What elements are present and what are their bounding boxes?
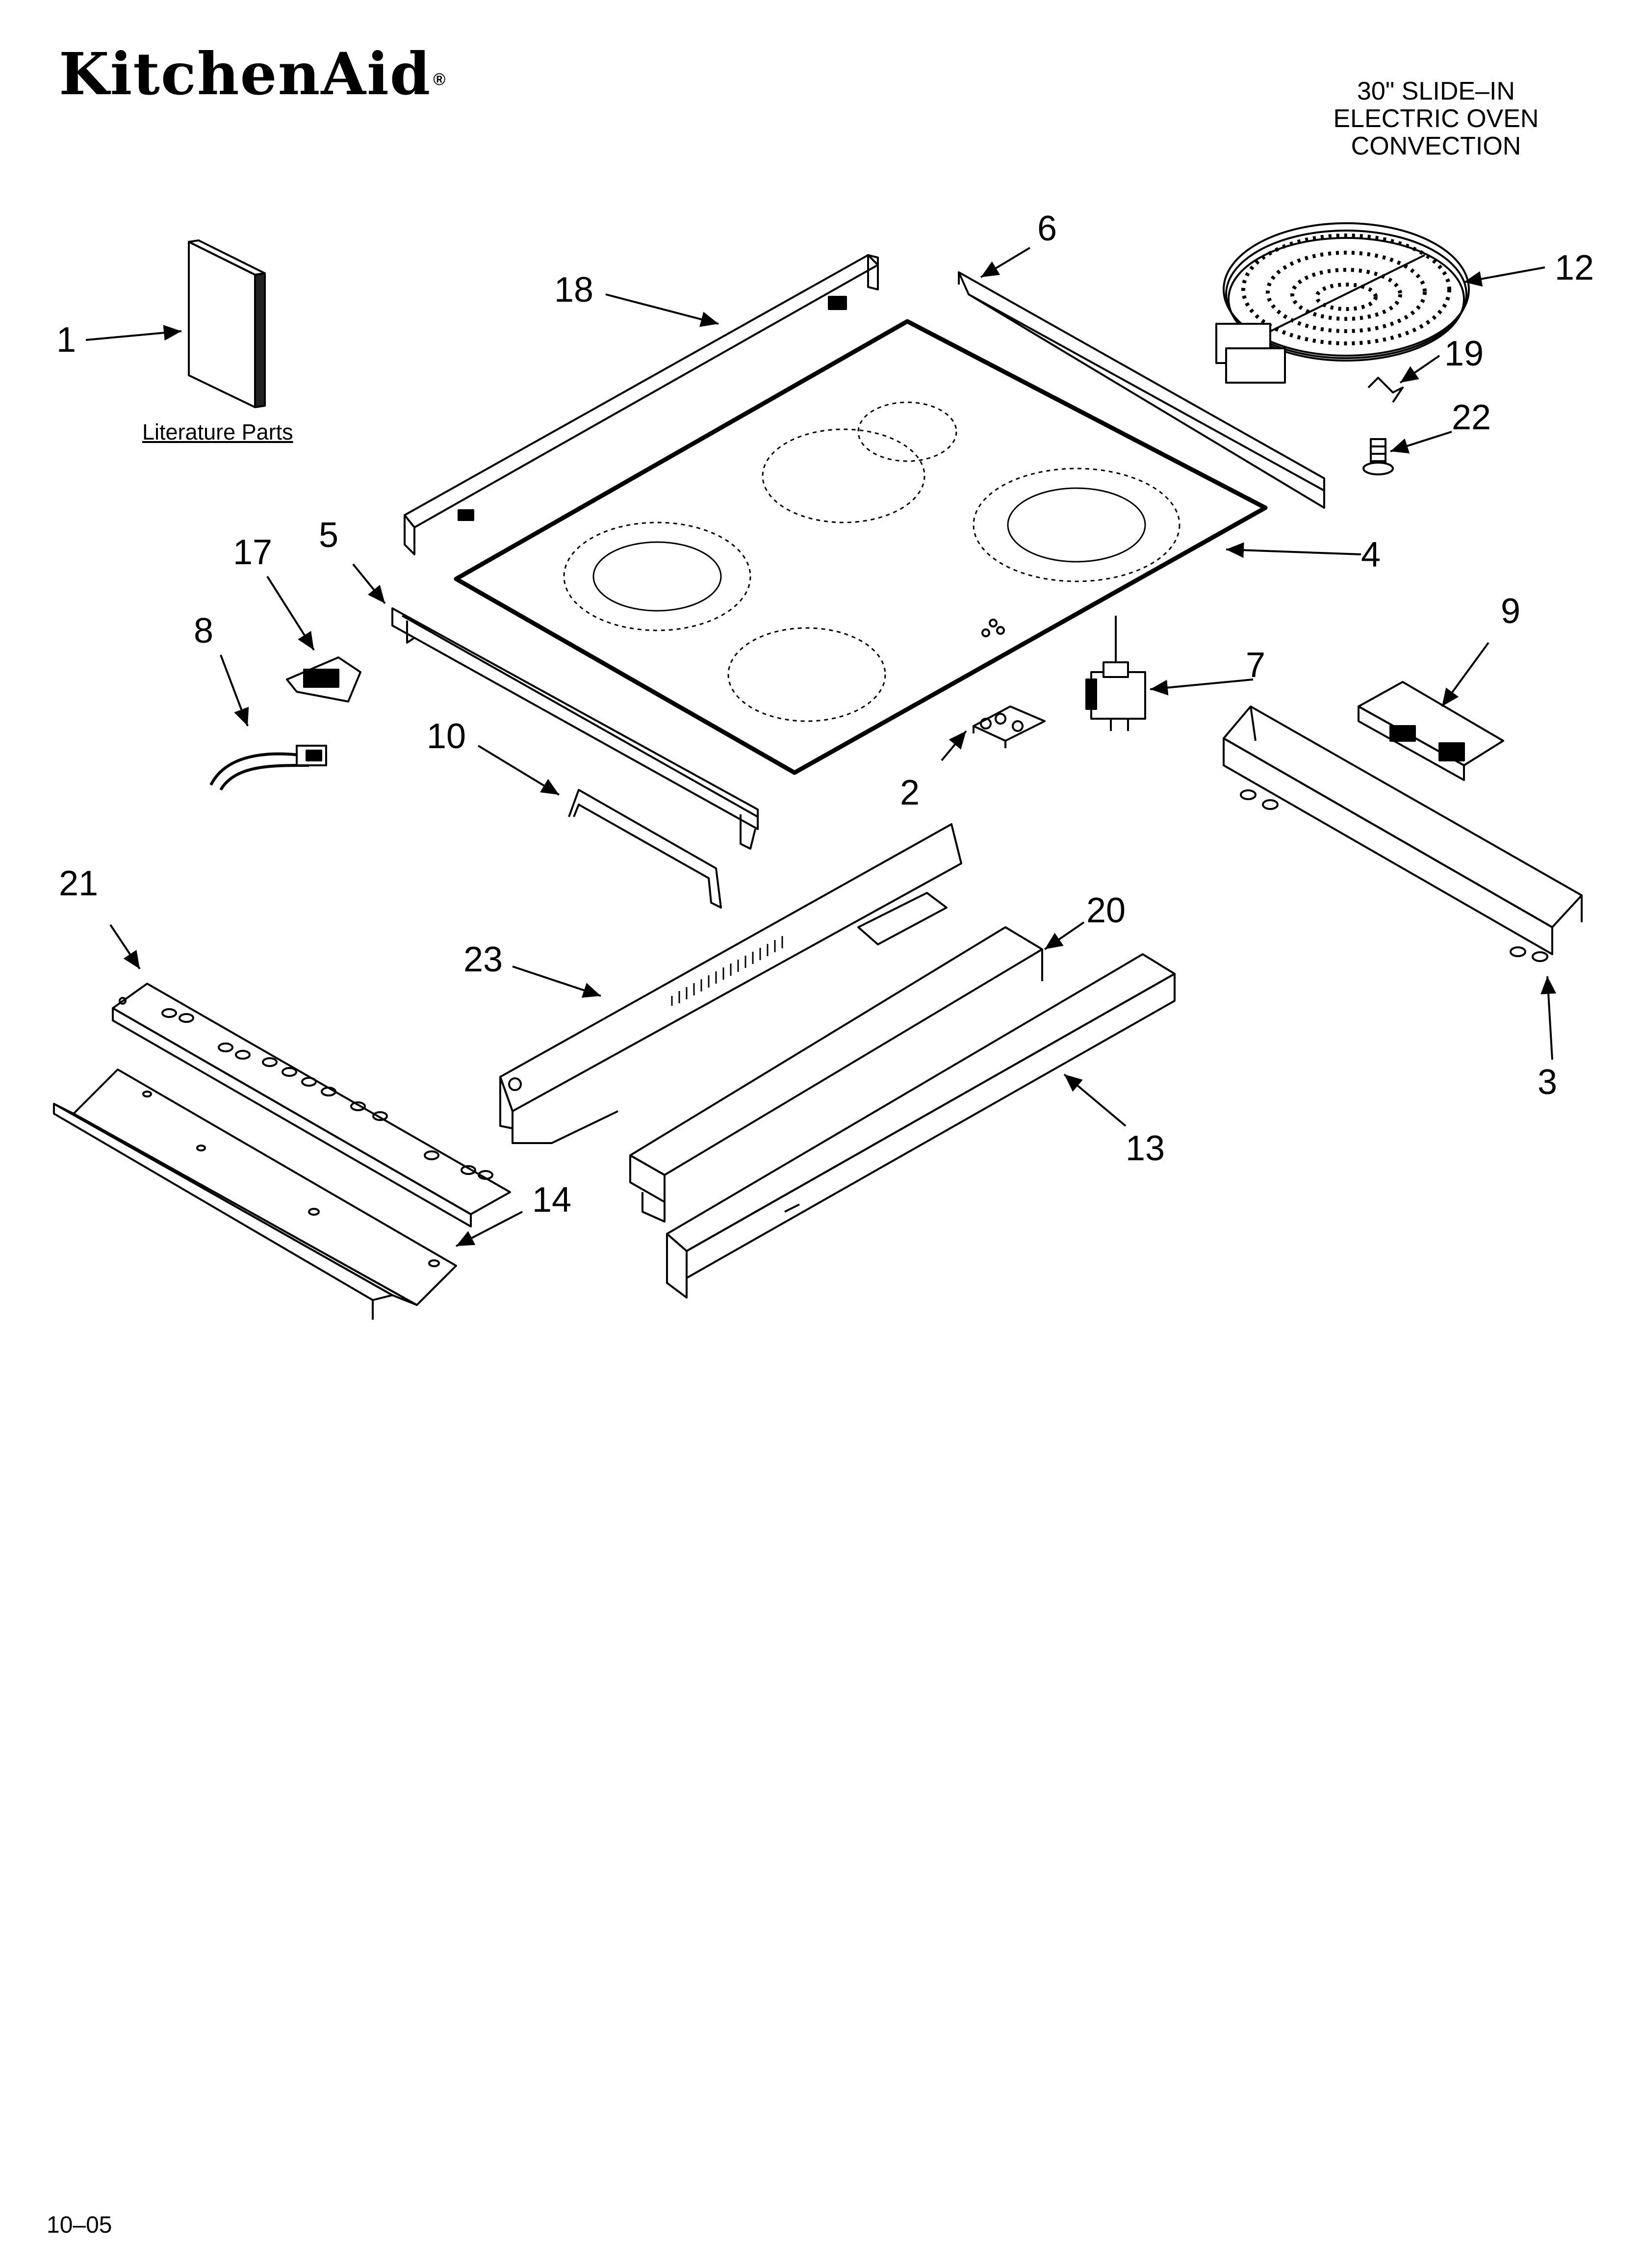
- callout-14: 14: [532, 1180, 571, 1220]
- revision-code: 10–05: [47, 2212, 112, 2238]
- leader-arrows: [85, 247, 1557, 1247]
- side-rail-part: [1223, 705, 1583, 962]
- callout-23: 23: [463, 940, 503, 979]
- callout-17: 17: [233, 533, 272, 572]
- callout-13: 13: [1126, 1129, 1165, 1168]
- callout-1: 1: [56, 320, 76, 360]
- screw-part: [1362, 438, 1394, 475]
- registered-mark: ®: [433, 70, 447, 89]
- callout-19: 19: [1444, 334, 1484, 373]
- radiant-element-part: [1215, 222, 1470, 384]
- control-support-part: [53, 1069, 457, 1320]
- literature-booklet-part: [188, 239, 266, 408]
- side-channel-part: [629, 926, 1043, 1223]
- rear-trim-part: [404, 254, 879, 555]
- callout-10: 10: [427, 717, 466, 756]
- terminal-block-part: [973, 705, 1046, 748]
- control-panel-part: [112, 983, 511, 1227]
- infinite-switch-part: [1085, 616, 1146, 731]
- vent-panel-part: [499, 823, 962, 1144]
- front-trim-part: [391, 607, 759, 850]
- brand-name: KitchenAid: [59, 40, 432, 108]
- callout-3: 3: [1538, 1063, 1557, 1102]
- handle-bracket-part: [568, 789, 722, 909]
- title-line-1: 30" SLIDE–IN: [1357, 77, 1515, 105]
- bracket-part: [286, 656, 361, 703]
- cooktop-glass-part: [454, 319, 1268, 775]
- callout-22: 22: [1452, 398, 1491, 437]
- brand-logo: KitchenAid®: [59, 45, 446, 103]
- callout-8: 8: [194, 611, 213, 651]
- callout-5: 5: [319, 516, 338, 555]
- callout-12: 12: [1555, 248, 1594, 287]
- element-clip-part: [1367, 377, 1404, 403]
- base-rail-part: [666, 953, 1176, 1299]
- callout-21: 21: [59, 864, 98, 903]
- side-trim-part: [958, 271, 1325, 509]
- literature-parts-label: Literature Parts: [142, 419, 293, 444]
- title-line-2: ELECTRIC OVEN: [1333, 104, 1539, 133]
- wire-harness-part: [209, 745, 327, 791]
- callout-4: 4: [1361, 535, 1381, 574]
- callout-6: 6: [1037, 209, 1057, 248]
- burner-cover-part: [1358, 681, 1504, 781]
- callout-20: 20: [1086, 891, 1126, 930]
- model-title: 30" SLIDE–IN ELECTRIC OVEN CONVECTION: [1289, 78, 1583, 160]
- callout-18: 18: [554, 270, 593, 310]
- callout-7: 7: [1246, 646, 1265, 685]
- callout-9: 9: [1501, 592, 1520, 631]
- callout-2: 2: [900, 773, 920, 812]
- title-line-3: CONVECTION: [1351, 132, 1521, 160]
